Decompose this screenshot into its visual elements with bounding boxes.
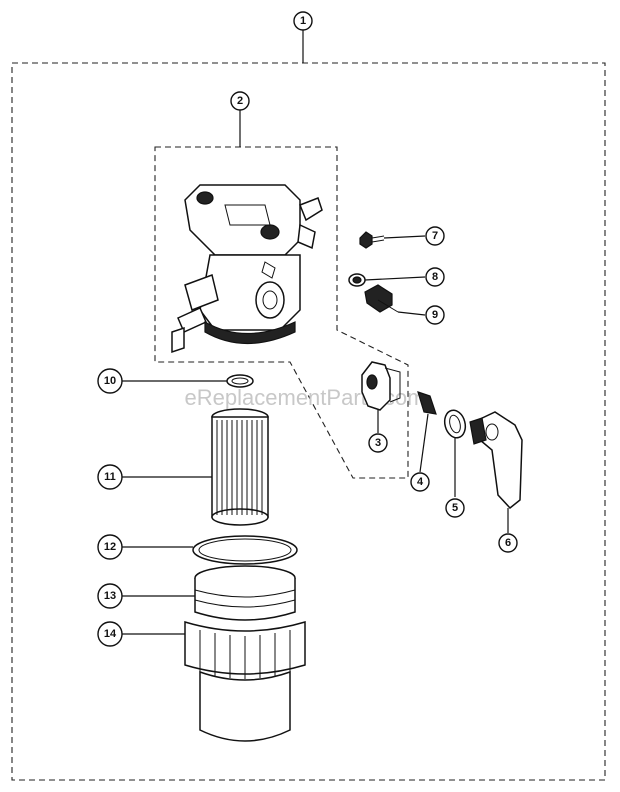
valve-body — [171, 184, 323, 354]
callout-6: 6 — [498, 533, 518, 553]
subassembly-boundary — [154, 146, 409, 479]
callout-12: 12 — [97, 534, 123, 560]
spring — [417, 391, 437, 415]
callout-10: 10 — [97, 368, 123, 394]
svg-text:6: 6 — [505, 537, 511, 549]
callout-7: 7 — [425, 226, 445, 246]
svg-text:9: 9 — [432, 309, 438, 321]
svg-text:3: 3 — [375, 437, 381, 449]
svg-text:13: 13 — [104, 590, 116, 602]
filter-element — [211, 408, 269, 526]
screw — [359, 231, 385, 249]
svg-text:7: 7 — [432, 230, 438, 242]
svg-text:2: 2 — [237, 95, 243, 107]
cock-plug — [361, 361, 401, 411]
svg-text:12: 12 — [104, 541, 116, 553]
callout-9: 9 — [425, 305, 445, 325]
lever-handle — [469, 411, 523, 510]
callout-1: 1 — [293, 11, 313, 31]
svg-text:4: 4 — [417, 476, 424, 488]
callout-8: 8 — [425, 267, 445, 287]
assembly-boundary — [11, 62, 606, 781]
filter-bowl — [194, 565, 296, 621]
svg-text:1: 1 — [300, 15, 306, 27]
svg-text:11: 11 — [104, 471, 116, 483]
svg-text:14: 14 — [104, 628, 117, 640]
callout-14: 14 — [97, 621, 123, 647]
callout-3: 3 — [368, 433, 388, 453]
o-ring-10 — [226, 374, 254, 388]
callout-2: 2 — [230, 91, 250, 111]
svg-text:10: 10 — [104, 375, 116, 387]
o-ring-12 — [192, 535, 298, 565]
o-ring-5 — [443, 409, 467, 439]
bolt — [364, 284, 399, 313]
callout-4: 4 — [410, 472, 430, 492]
callout-13: 13 — [97, 583, 123, 609]
callout-5: 5 — [445, 498, 465, 518]
ring-nut — [184, 620, 306, 742]
svg-text:8: 8 — [432, 271, 438, 283]
svg-text:5: 5 — [452, 502, 458, 514]
callout-11: 11 — [97, 464, 123, 490]
